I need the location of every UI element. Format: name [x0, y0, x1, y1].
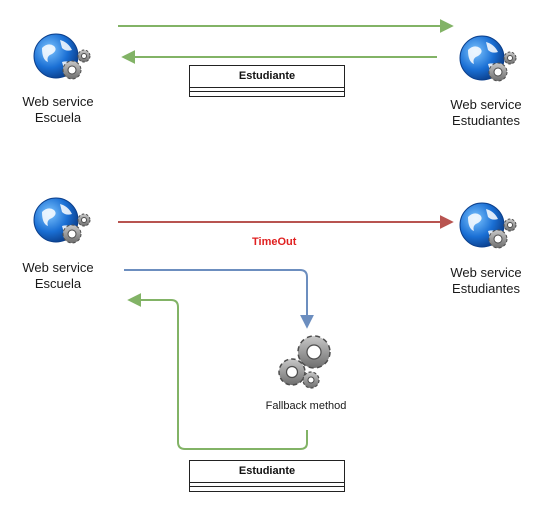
label-line1: Web service	[450, 265, 522, 280]
fallback-return-arrow	[127, 293, 308, 450]
label-line2: Escuela	[34, 276, 82, 291]
fallback-gears-icon	[278, 335, 331, 389]
entity-row	[190, 487, 344, 490]
label-line2: Escuela	[34, 110, 82, 125]
web-service-estudiantes-bottom-icon	[459, 202, 517, 249]
label-line1: Web service	[450, 97, 522, 112]
entity-estudiante-bottom: Estudiante	[189, 460, 345, 492]
entity-row	[190, 88, 344, 92]
web-service-escuela-bottom-icon	[33, 197, 91, 244]
timeout-label: TimeOut	[252, 236, 297, 248]
fallback-method-label: Fallback method	[265, 400, 347, 412]
entity-title: Estudiante	[190, 461, 344, 483]
web-service-estudiantes-top-label: Web service Estudiantes	[436, 97, 536, 129]
web-service-estudiantes-bottom-label: Web service Estudiantes	[436, 265, 536, 297]
entity-row	[190, 92, 344, 95]
web-service-escuela-top-label: Web service Escuela	[10, 94, 106, 126]
entity-row	[190, 483, 344, 487]
label-line1: Web service	[22, 94, 94, 109]
label-line1: Web service	[22, 260, 94, 275]
label-line2: Estudiantes	[452, 113, 520, 128]
web-service-escuela-top-icon	[33, 33, 91, 80]
label-line2: Estudiantes	[452, 281, 520, 296]
entity-estudiante-top: Estudiante	[189, 65, 345, 97]
fallback-call-arrow	[124, 269, 314, 329]
web-service-escuela-bottom-label: Web service Escuela	[10, 260, 106, 292]
entity-title: Estudiante	[190, 66, 344, 88]
web-service-estudiantes-top-icon	[459, 35, 517, 82]
